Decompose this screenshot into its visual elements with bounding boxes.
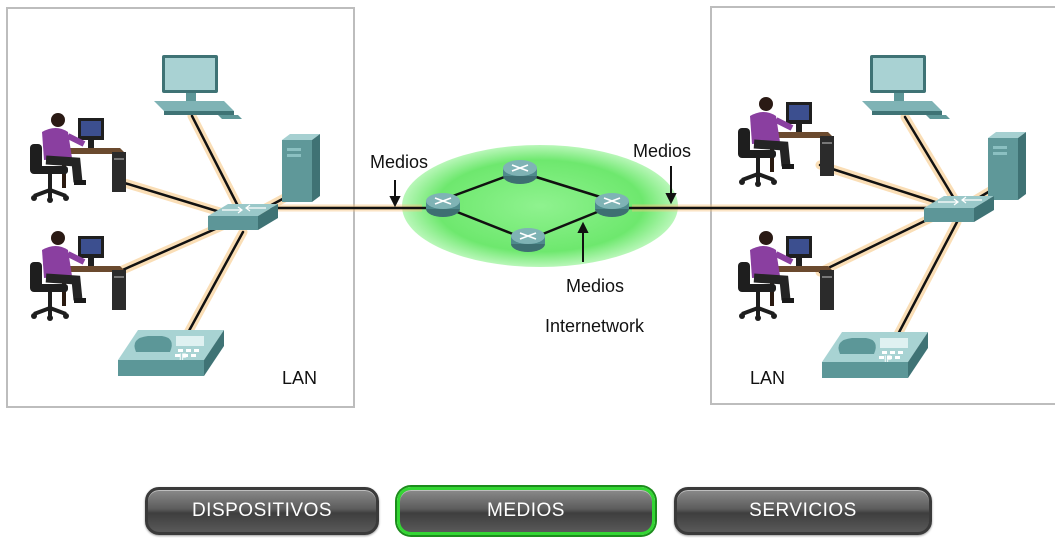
router-left-icon [425,192,461,218]
internetwork-label: Internetwork [545,316,645,336]
media-bottom-label: Medios [566,276,624,296]
router-top-icon [502,159,538,185]
right-ip-phone-icon [822,332,928,378]
media-button-label: MEDIOS [487,500,565,521]
media-left-label: Medios [370,152,428,172]
left-server-icon [282,134,320,202]
media-right-label: Medios [633,141,691,161]
left-ip-phone-icon [118,330,224,376]
router-bottom-icon [510,227,546,253]
devices-button-label: DISPOSITIVOS [191,500,333,521]
services-button-label: SERVICIOS [749,500,857,521]
services-button[interactable]: SERVICIOS [674,487,932,535]
right-lan-links [815,112,1000,345]
right-server-icon [988,132,1026,200]
left-lan-label: LAN [282,368,317,388]
internetwork-cloud [402,145,678,267]
devices-button[interactable]: DISPOSITIVOS [145,487,379,535]
media-button[interactable]: MEDIOS [397,487,655,535]
right-lan-label: LAN [750,368,785,388]
router-right-icon [594,192,630,218]
left-ip-phone-tag: IP [179,352,188,362]
right-ip-phone-tag: IP [884,354,893,364]
left-lan-links [113,111,295,345]
